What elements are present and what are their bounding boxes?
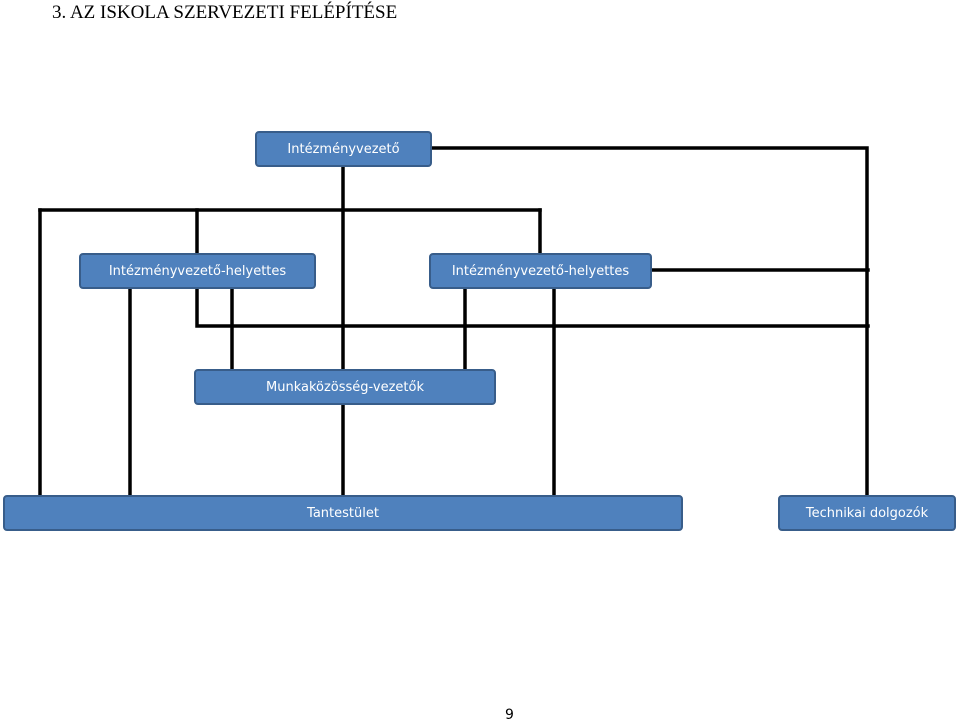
connector-director-technical	[430, 146, 869, 499]
staff-box: Tantestület	[3, 495, 683, 531]
technical-workers-box: Technikai dolgozók	[778, 495, 956, 531]
deputy-right-box: Intézményvezető-helyettes	[429, 253, 652, 289]
page-heading: 3. AZ ISKOLA SZERVEZETI FELÉPÍTÉSE	[52, 2, 398, 23]
page-number: 9	[505, 707, 514, 723]
team-leaders-box: Munkaközösség-vezetők	[194, 369, 496, 405]
connector-deputy-left-technical	[195, 286, 870, 328]
director-box: Intézményvezető	[255, 131, 432, 167]
deputy-left-box: Intézményvezető-helyettes	[79, 253, 316, 289]
